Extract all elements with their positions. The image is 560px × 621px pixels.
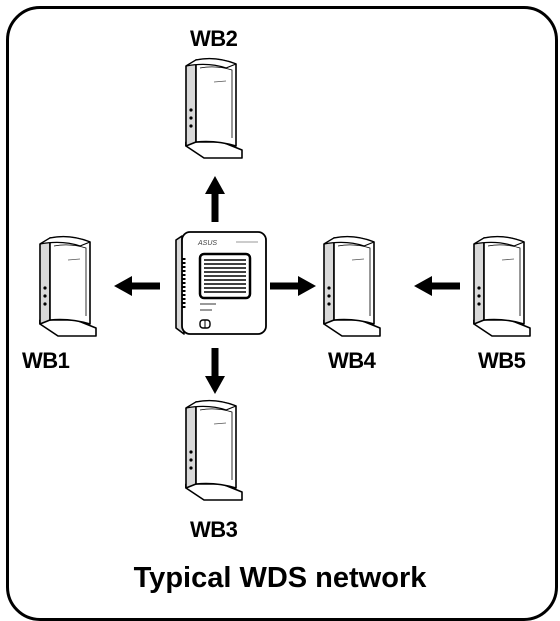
diagram-title: Typical WDS network <box>133 562 427 594</box>
device-wb3 <box>185 399 243 501</box>
device-wb1 <box>39 235 97 337</box>
arrow-to-wb4 <box>270 276 316 296</box>
device-wb5 <box>473 235 531 337</box>
arrow-to-wb2 <box>205 176 225 222</box>
router-brand: ASUS <box>197 240 217 247</box>
label-wb4: WB4 <box>328 348 376 373</box>
label-wb2: WB2 <box>190 26 238 51</box>
device-wb4 <box>323 235 381 337</box>
arrow-to-wb3 <box>205 348 225 394</box>
arrow-wb5-to-wb4 <box>414 276 460 296</box>
label-wb5: WB5 <box>478 348 526 373</box>
label-wb1: WB1 <box>22 348 70 373</box>
label-wb3: WB3 <box>190 517 238 542</box>
device-wb2 <box>185 57 243 159</box>
arrow-to-wb1 <box>114 276 160 296</box>
central-router: ASUS <box>175 231 267 335</box>
diagram-frame <box>6 6 558 621</box>
